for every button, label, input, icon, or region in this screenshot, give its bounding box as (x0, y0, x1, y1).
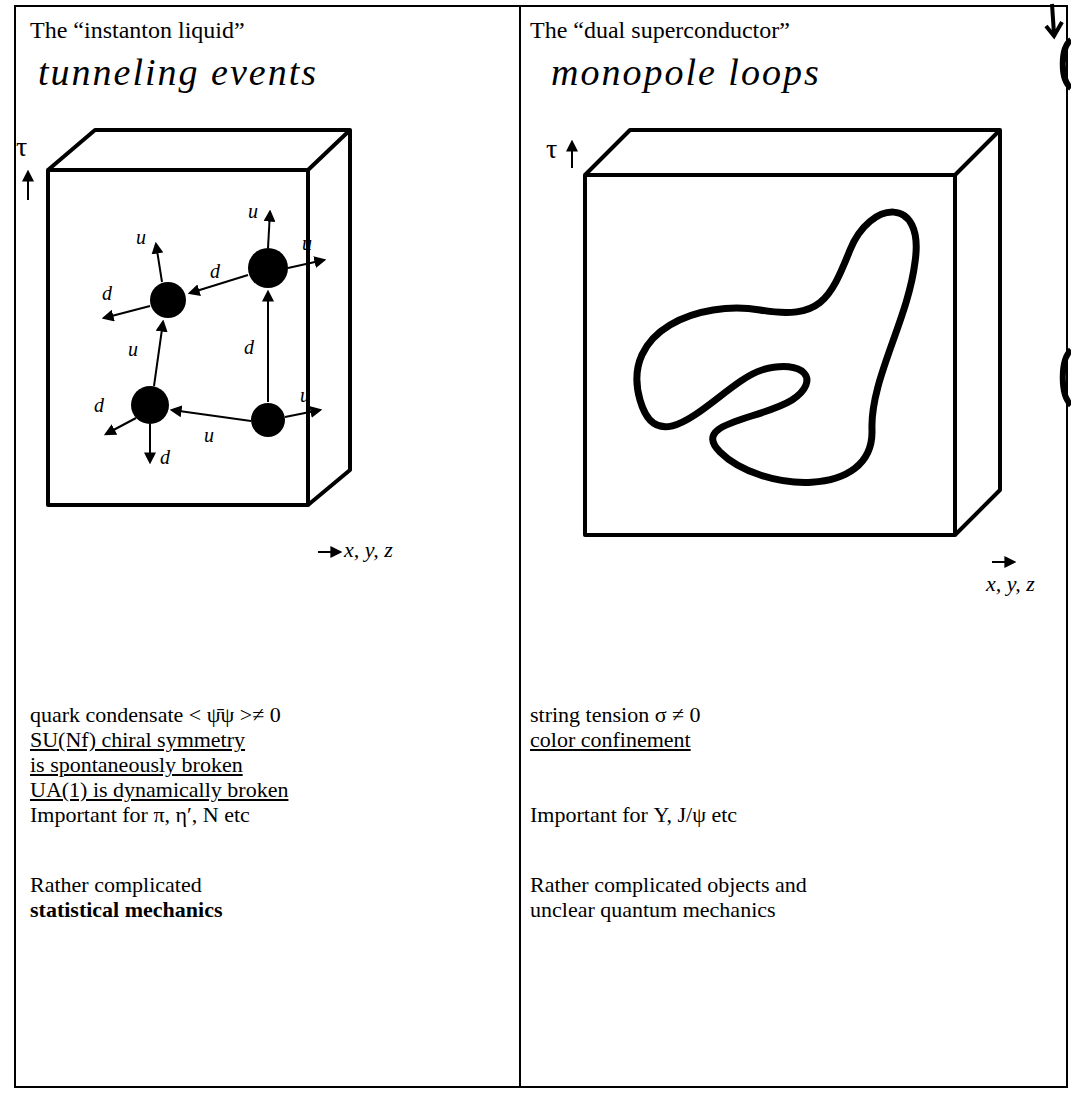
cell-text: SU(Nf) chiral symmetry (30, 727, 245, 752)
cell-text: unclear quantum mechanics (530, 897, 776, 922)
axis-or-flavor-label: d (160, 446, 170, 468)
cell-text: Rather complicated objects and (530, 872, 807, 897)
quark-lines (104, 212, 324, 462)
axis-or-flavor-label: τ (16, 132, 27, 163)
instanton-blobs (131, 248, 288, 437)
cell-text: color confinement (530, 727, 691, 752)
cube (585, 130, 1000, 535)
axis-or-flavor-label: u (248, 200, 258, 222)
handwritten-caption: tunneling events (38, 51, 318, 95)
axis-or-flavor-label: u (136, 226, 146, 248)
cell-text: quark condensate < ψ̄ψ >≠ 0 (30, 702, 281, 727)
cell-text: Important for π, η′, N etc (30, 802, 250, 827)
axis-or-flavor-label: d (244, 336, 254, 358)
axis-or-flavor-label: d (94, 394, 104, 416)
axis-or-flavor-label: d (102, 282, 112, 304)
axis-label: x, y, z (986, 572, 1035, 596)
axis-or-flavor-label: u (204, 424, 214, 446)
monopole-loop (637, 212, 916, 482)
cell-text: Important for Υ, J/ψ etc (530, 802, 737, 827)
cell-heading: The “instanton liquid” (30, 17, 245, 45)
table-cell: The “instanton liquid” tunneling events qu… (14, 5, 521, 1088)
axis-or-flavor-label: τ (546, 134, 557, 165)
cell-text: UA(1) is dynamically broken (30, 777, 288, 802)
axis-or-flavor-label: u (302, 232, 312, 254)
axis-arrow (318, 551, 340, 553)
cell-text: statistical mechanics (30, 897, 222, 922)
axis-label: x, y, z (344, 538, 393, 562)
cell-text: is spontaneously broken (30, 752, 243, 777)
table-cell: The “dual superconductor” monopole loops s… (521, 5, 1068, 1088)
cell-text: string tension σ ≠ 0 (530, 702, 701, 727)
cube (48, 130, 350, 505)
axis-or-flavor-label: u (300, 384, 310, 406)
axis-arrow (571, 142, 573, 168)
axis-arrow (992, 561, 1014, 563)
cell-heading: The “dual superconductor” (530, 17, 790, 45)
cell-text: Rather complicated (30, 872, 202, 897)
handwritten-caption: monopole loops (551, 51, 821, 95)
axis-arrow (27, 172, 29, 200)
scribble (1046, 4, 1062, 36)
axis-or-flavor-label: u (128, 338, 138, 360)
axis-or-flavor-label: d (210, 260, 220, 282)
